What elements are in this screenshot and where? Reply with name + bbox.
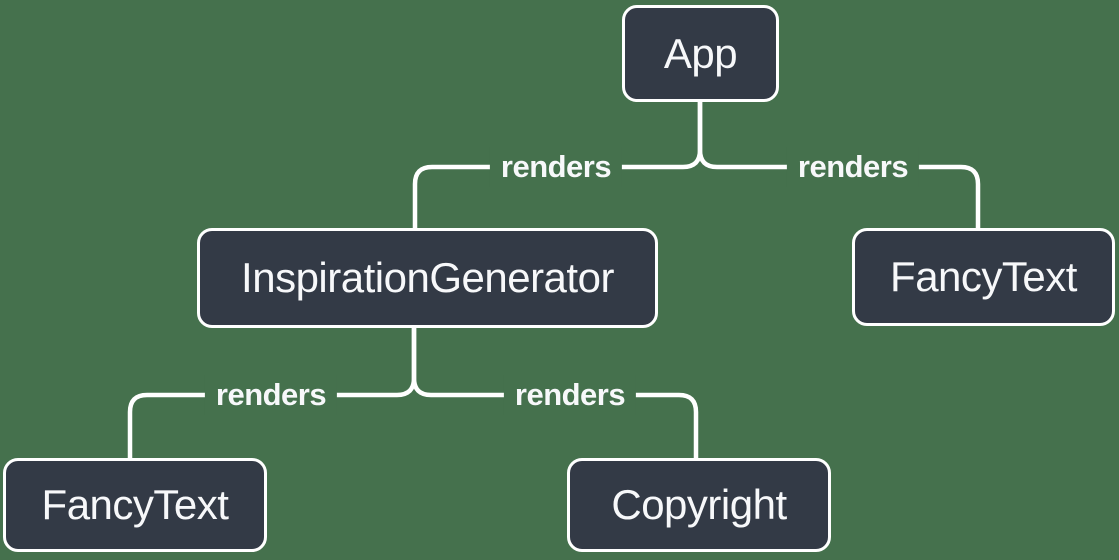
node-app: App bbox=[622, 5, 779, 102]
edge-label-renders: renders bbox=[489, 147, 623, 187]
edge-label-renders: renders bbox=[503, 375, 637, 415]
edge-label-renders: renders bbox=[204, 375, 338, 415]
node-fancy-text-bottom: FancyText bbox=[3, 458, 267, 552]
node-inspiration-generator: InspirationGenerator bbox=[197, 228, 658, 328]
node-fancy-text-top: FancyText bbox=[852, 228, 1115, 326]
edge-label-renders: renders bbox=[786, 147, 920, 187]
node-copyright: Copyright bbox=[567, 458, 831, 552]
